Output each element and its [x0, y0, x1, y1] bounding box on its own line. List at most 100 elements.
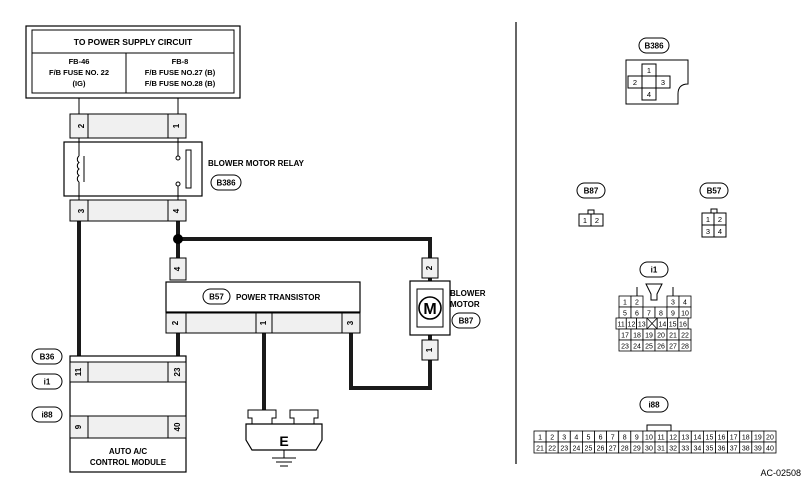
relay-top-connector: 2 1 [69, 113, 187, 139]
i88-pin-29: 29 [633, 446, 641, 453]
i88-pin-22: 22 [548, 446, 556, 453]
i88-pin-13: 13 [681, 435, 689, 442]
i1-pin-9: 9 [671, 311, 675, 318]
i1-pin-8: 8 [659, 311, 663, 318]
i88-pin-32: 32 [669, 446, 677, 453]
i88-pin-14: 14 [693, 435, 701, 442]
module-i1-pin-11: 11 [74, 367, 83, 376]
i88-pin-38: 38 [742, 446, 750, 453]
i88-pin-18: 18 [742, 435, 750, 442]
i1-pin-7: 7 [647, 311, 651, 318]
relay-bottom-connector: 3 4 [69, 199, 187, 222]
motor-pin-1: 1 [425, 347, 434, 352]
i88-pin-39: 39 [754, 446, 762, 453]
power-supply-title: TO POWER SUPPLY CIRCUIT [74, 37, 193, 47]
i88-pin-40-cell [763, 441, 777, 454]
connector-view-b87: B87 1 2 [576, 182, 606, 227]
transistor-label: POWER TRANSISTOR [236, 293, 321, 302]
motor-label-line1: BLOWER [450, 289, 486, 298]
i1-key-icon [645, 283, 663, 301]
i88-pin-3: 3 [562, 435, 566, 442]
i88-pin-11: 11 [657, 435, 664, 442]
i88-pin-9: 9 [635, 435, 639, 442]
i88-pin-34: 34 [693, 446, 701, 453]
i1-pin-24: 24 [633, 344, 641, 351]
i1-pin-5: 5 [623, 311, 627, 318]
transistor-pin-4: 4 [173, 266, 182, 271]
i88-pin-2: 2 [550, 435, 554, 442]
power-transistor-bottom-connector: 2 1 3 [165, 312, 361, 334]
i1-pin-23: 23 [621, 344, 629, 351]
i88-pin-23: 23 [560, 446, 568, 453]
b57-pin-1: 1 [706, 215, 710, 224]
relay-switch-icon [185, 149, 192, 189]
i88-pin-10: 10 [645, 435, 653, 442]
relay-label: BLOWER MOTOR RELAY [208, 159, 305, 168]
i88-pin-36: 36 [718, 446, 726, 453]
i88-pin-17: 17 [730, 435, 738, 442]
wire-transistor-3-to-motor-1 [349, 331, 432, 390]
control-module: B36 i1 i88 11 23 9 40 AUTO A/C CONTROL M… [31, 348, 187, 473]
i1-pin-21: 21 [669, 333, 677, 340]
motor-connector-badge: B87 [459, 317, 474, 326]
b386-pin-4: 4 [647, 90, 651, 99]
module-connector-i88: i88 [41, 411, 53, 420]
motor-pin-2: 2 [425, 265, 434, 270]
module-i88-pin-40: 40 [173, 422, 182, 431]
i88-pin-19: 19 [754, 435, 762, 442]
blower-motor: 2 M 1 BLOWER MOTOR B87 [409, 257, 486, 361]
i88-pin-31: 31 [657, 446, 665, 453]
motor-symbol: M [423, 301, 436, 318]
module-label-line1: AUTO A/C [109, 447, 147, 456]
fuse-left-line2: F/B FUSE NO. 22 [49, 68, 109, 77]
i88-pin-24: 24 [572, 446, 580, 453]
i88-pin-37: 37 [730, 446, 738, 453]
module-connector-b36: B36 [40, 353, 55, 362]
i88-pin-25: 25 [585, 446, 593, 453]
i1-pin-3: 3 [671, 300, 675, 307]
i88-view-name: i88 [648, 401, 660, 410]
connector-view-b57: B57 1 2 3 4 [699, 182, 729, 238]
fuse-right-line1: FB-8 [172, 57, 189, 66]
ground-symbol-icon [272, 457, 296, 467]
module-label-line2: CONTROL MODULE [90, 458, 167, 467]
module-i88-pin-9: 9 [74, 424, 83, 429]
i88-pin-4: 4 [574, 435, 578, 442]
transistor-pin-1: 1 [259, 320, 268, 325]
i1-pin-16: 16 [679, 322, 687, 329]
i88-pin-21: 21 [536, 446, 544, 453]
b87-pin-2: 2 [595, 216, 599, 225]
b57-pin-4: 4 [718, 227, 722, 236]
i1-pin-4: 4 [683, 300, 687, 307]
i88-pin-6: 6 [599, 435, 603, 442]
i88-pin-27: 27 [609, 446, 617, 453]
b87-view-name: B87 [584, 187, 599, 196]
relay-pin-2: 2 [77, 123, 86, 128]
wire-junction-dot [173, 234, 183, 244]
i88-pin-28: 28 [621, 446, 629, 453]
i88-pin-15: 15 [706, 435, 714, 442]
i1-pin-27: 27 [669, 344, 677, 351]
blower-motor-relay: BLOWER MOTOR RELAY B386 [63, 141, 305, 197]
i1-pin-12: 12 [628, 322, 636, 329]
ground-label: E [279, 433, 288, 449]
i1-pin-2: 2 [635, 300, 639, 307]
i88-pin-5: 5 [586, 435, 590, 442]
relay-connector-badge: B386 [216, 179, 236, 188]
b87-pin-1: 1 [583, 216, 587, 225]
transistor-connector-badge: B57 [209, 293, 224, 302]
i88-pin-8: 8 [623, 435, 627, 442]
b57-pin-2: 2 [718, 215, 722, 224]
relay-pin-4: 4 [172, 208, 181, 213]
motor-label-line2: MOTOR [450, 300, 480, 309]
i88-pin-40: 40 [766, 446, 774, 453]
i88-pin-1: 1 [538, 435, 542, 442]
i1-pin-28-cell [678, 339, 692, 352]
relay-pin-1: 1 [172, 123, 181, 128]
i1-pin-1: 1 [623, 300, 627, 307]
i88-pin-33: 33 [681, 446, 689, 453]
fuse-right-line3: F/B FUSE NO.28 (B) [145, 79, 216, 88]
